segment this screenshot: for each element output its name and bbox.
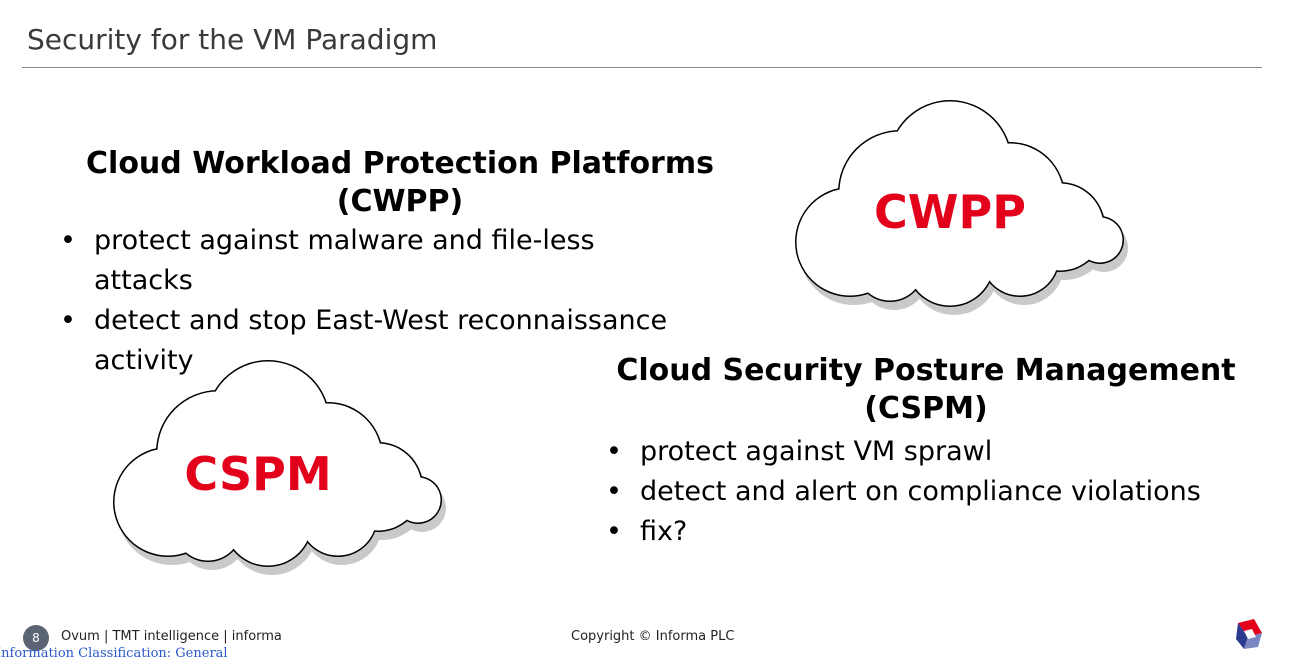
cwpp-bullet-list: protect against malware and file-less at…: [60, 221, 700, 381]
cwpp-bullet: detect and stop East-West reconnaissance…: [60, 301, 700, 381]
cwpp-cloud-icon: CWPP: [795, 100, 1128, 315]
cspm-heading-line1: Cloud Security Posture Management: [616, 353, 1236, 388]
cwpp-bullet: protect against malware and file-less at…: [60, 221, 700, 301]
cspm-cloud-icon: CSPM: [113, 360, 446, 575]
footer-brand: Ovum | TMT intelligence | informa: [61, 629, 282, 644]
informa-logo-icon: [1236, 619, 1262, 649]
cspm-bullet: fix?: [606, 512, 1246, 552]
cwpp-heading: Cloud Workload Protection Platforms (CWP…: [60, 145, 740, 221]
cspm-bullet: protect against VM sprawl: [606, 432, 1246, 472]
title-divider: [22, 67, 1262, 68]
cspm-cloud-label: CSPM: [184, 447, 331, 501]
cspm-bullet-list: protect against VM sprawl detect and ale…: [606, 432, 1246, 552]
cwpp-cloud-label: CWPP: [874, 185, 1026, 239]
cwpp-heading-line2: (CWPP): [336, 184, 464, 219]
page-number-badge: 8: [23, 625, 49, 651]
cwpp-section: Cloud Workload Protection Platforms (CWP…: [60, 145, 750, 381]
cspm-heading-line2: (CSPM): [864, 391, 988, 426]
footer-copyright: Copyright © Informa PLC: [571, 629, 735, 644]
slide-title: Security for the VM Paradigm: [27, 23, 438, 56]
cwpp-heading-line1: Cloud Workload Protection Platforms: [86, 146, 714, 181]
cspm-section: Cloud Security Posture Management (CSPM)…: [606, 352, 1246, 552]
cspm-heading: Cloud Security Posture Management (CSPM): [606, 352, 1246, 428]
cspm-bullet: detect and alert on compliance violation…: [606, 472, 1246, 512]
footer-classification: Information Classification: General: [0, 646, 228, 661]
